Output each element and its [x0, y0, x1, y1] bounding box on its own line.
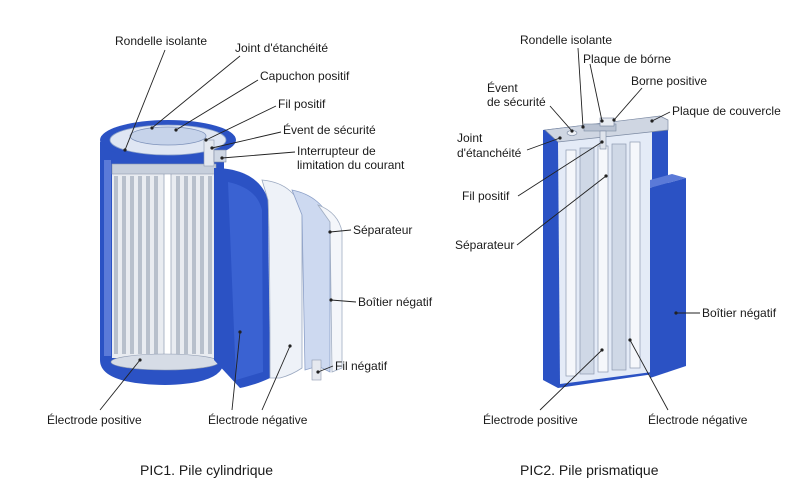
cyl-negative-sheet-highlight: [228, 182, 263, 380]
label-pri-separateur: Séparateur: [455, 238, 514, 252]
pri-labels: Rondelle isolante Plaque de bórne Borne …: [455, 33, 781, 427]
pri-leader-lines: [516, 47, 700, 411]
label-cyl-fil-positif: Fil positif: [278, 97, 326, 111]
label-pri-boitier: Boîtier négatif: [702, 306, 777, 320]
label-cyl-fil-negatif: Fil négatif: [335, 359, 388, 373]
cyl-current-interrupter: [213, 149, 227, 163]
cyl-negative-tab: [311, 359, 322, 381]
label-pri-plaque-couvercle: Plaque de couvercle: [672, 104, 781, 118]
label-pri-joint-line1: Joint: [457, 131, 483, 145]
cyl-winding-stripes: [114, 176, 212, 354]
label-pri-rondelle-isolante: Rondelle isolante: [520, 33, 612, 47]
label-cyl-joint: Joint d'étanchéité: [235, 41, 328, 55]
label-pri-electrode-positive: Électrode positive: [483, 412, 578, 427]
label-cyl-capuchon-positif: Capuchon positif: [260, 69, 350, 83]
label-cyl-electrode-positive: Électrode positive: [47, 412, 142, 427]
cyl-leader-lines: [99, 49, 357, 411]
cyl-positive-tab: [203, 139, 215, 167]
label-cyl-separateur: Séparateur: [353, 223, 412, 237]
cyl-roll-top: [111, 163, 217, 175]
cylindrical-cell: [100, 120, 343, 388]
label-cyl-rondelle-isolante: Rondelle isolante: [115, 34, 207, 48]
pri-case-side-panel: [650, 178, 686, 378]
cyl-bottom-washer: [110, 353, 220, 371]
cyl-positive-cap: [129, 126, 207, 146]
cyl-inner-liner: [104, 160, 111, 356]
caption-pic1: PIC1. Pile cylindrique: [140, 462, 273, 478]
label-cyl-event: Évent de sécurité: [283, 122, 376, 137]
label-pri-plaque-borne: Plaque de bórne: [583, 52, 671, 66]
label-pri-event-line2: de sécurité: [487, 95, 546, 109]
label-pri-fil-positif: Fil positif: [462, 189, 510, 203]
label-cyl-interrupteur-line2: limitation du courant: [297, 158, 405, 172]
pri-electrode-stack: [565, 141, 641, 377]
label-pri-joint-line2: d'étanchéité: [457, 146, 522, 160]
cyl-separator-sheet-2: [316, 204, 343, 373]
label-pri-electrode-negative: Électrode négative: [648, 412, 748, 427]
label-cyl-boitier: Boîtier négatif: [358, 295, 433, 309]
cyl-labels: Rondelle isolante Joint d'étanchéité Cap…: [47, 34, 433, 427]
caption-pic2: PIC2. Pile prismatique: [520, 462, 659, 478]
pri-case-panel-top: [650, 174, 686, 188]
label-cyl-interrupteur-line1: Interrupteur de: [297, 144, 376, 158]
label-cyl-electrode-negative: Électrode négative: [208, 412, 308, 427]
prismatic-cell: [543, 115, 686, 388]
pri-positive-terminal: [599, 117, 615, 127]
label-pri-event-line1: Évent: [487, 80, 518, 95]
label-pri-borne-positive: Borne positive: [631, 74, 707, 88]
pri-positive-lead: [599, 130, 607, 150]
cyl-center-pin: [163, 171, 172, 359]
